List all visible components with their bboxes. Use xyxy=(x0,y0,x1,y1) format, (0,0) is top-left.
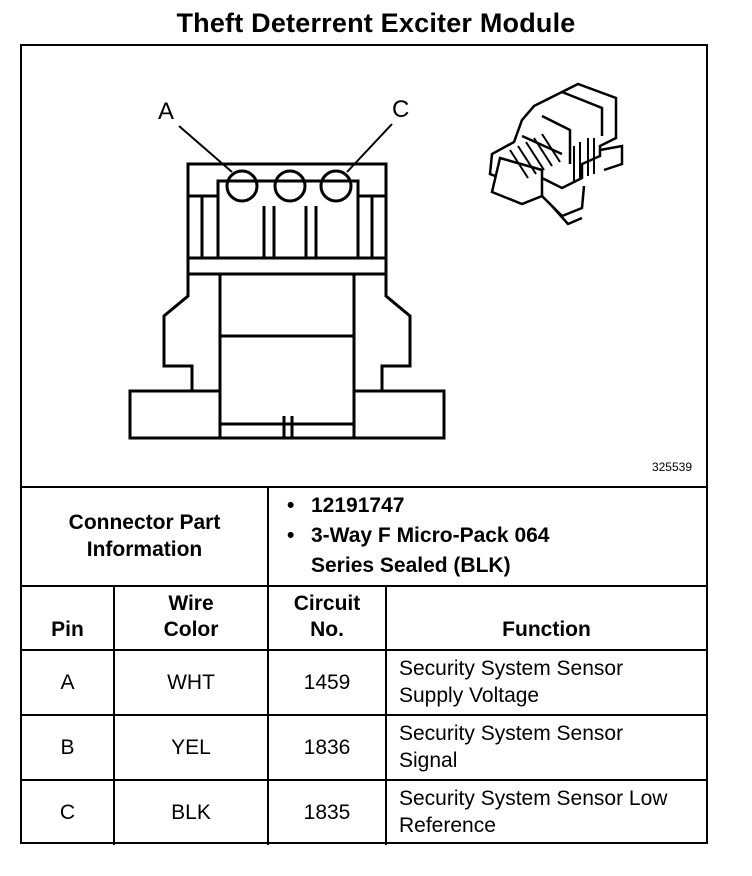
cavity-c xyxy=(319,169,353,203)
table-header-row: Pin Wire Color Circuit No. Function xyxy=(22,585,706,651)
connector-info-label-text: Connector Part Information xyxy=(68,510,221,561)
connector-housing xyxy=(216,179,360,260)
pinout-table: Connector Part Information 12191747 3-Wa… xyxy=(22,486,706,845)
function-cell: Security System Sensor Supply Voltage xyxy=(385,649,706,716)
cavity-label-a: A xyxy=(158,98,175,125)
connector-frame: A C 325539 Connector Part Information 12… xyxy=(20,44,708,845)
connector-part-number: 12191747 xyxy=(287,491,706,521)
connector-info-label: Connector Part Information xyxy=(22,486,269,587)
function-cell: Security System Sensor Signal xyxy=(385,714,706,781)
pin-cell: C xyxy=(22,779,115,845)
connector-body-outline xyxy=(128,162,446,440)
connector-diagram: A C 325539 xyxy=(22,46,706,488)
leader-a xyxy=(178,125,233,173)
cavity-label-c: C xyxy=(392,96,410,123)
pin-cell: A xyxy=(22,649,115,716)
circuit-cell: 1836 xyxy=(267,714,387,781)
circuit-cell: 1835 xyxy=(267,779,387,845)
table-row: A WHT 1459 Security System Sensor Supply… xyxy=(22,649,706,716)
function-cell: Security System Sensor Low Reference xyxy=(385,779,706,845)
connector-drawing xyxy=(128,82,624,440)
header-wire-color-text: Wire Color xyxy=(163,592,219,641)
cavity-b xyxy=(273,169,307,203)
connector-description: 3-Way F Micro-Pack 064 Series Sealed (BL… xyxy=(287,521,611,581)
page-title: Theft Deterrent Exciter Module xyxy=(176,8,576,38)
connector-info-details: 12191747 3-Way F Micro-Pack 064 Series S… xyxy=(267,486,706,587)
cavity-a xyxy=(225,169,259,203)
header-pin: Pin xyxy=(22,585,115,651)
wire-color-cell: BLK xyxy=(113,779,269,845)
function-text: Security System Sensor Low Reference xyxy=(399,787,668,837)
pin-cell: B xyxy=(22,714,115,781)
header-circuit-no-text: Circuit No. xyxy=(293,592,361,641)
connector-3d-view xyxy=(488,82,624,226)
function-text: Security System Sensor Supply Voltage xyxy=(399,657,624,707)
circuit-cell: 1459 xyxy=(267,649,387,716)
header-function: Function xyxy=(385,585,706,651)
wire-color-cell: YEL xyxy=(113,714,269,781)
header-circuit-no: Circuit No. xyxy=(267,585,387,651)
leader-c xyxy=(346,123,393,173)
header-wire-color: Wire Color xyxy=(113,585,269,651)
table-row: C BLK 1835 Security System Sensor Low Re… xyxy=(22,779,706,845)
figure-number: 325539 xyxy=(651,460,692,474)
table-row: B YEL 1836 Security System Sensor Signal xyxy=(22,714,706,781)
wire-color-cell: WHT xyxy=(113,649,269,716)
function-text: Security System Sensor Signal xyxy=(399,722,624,772)
connector-info-row: Connector Part Information 12191747 3-Wa… xyxy=(22,486,706,587)
